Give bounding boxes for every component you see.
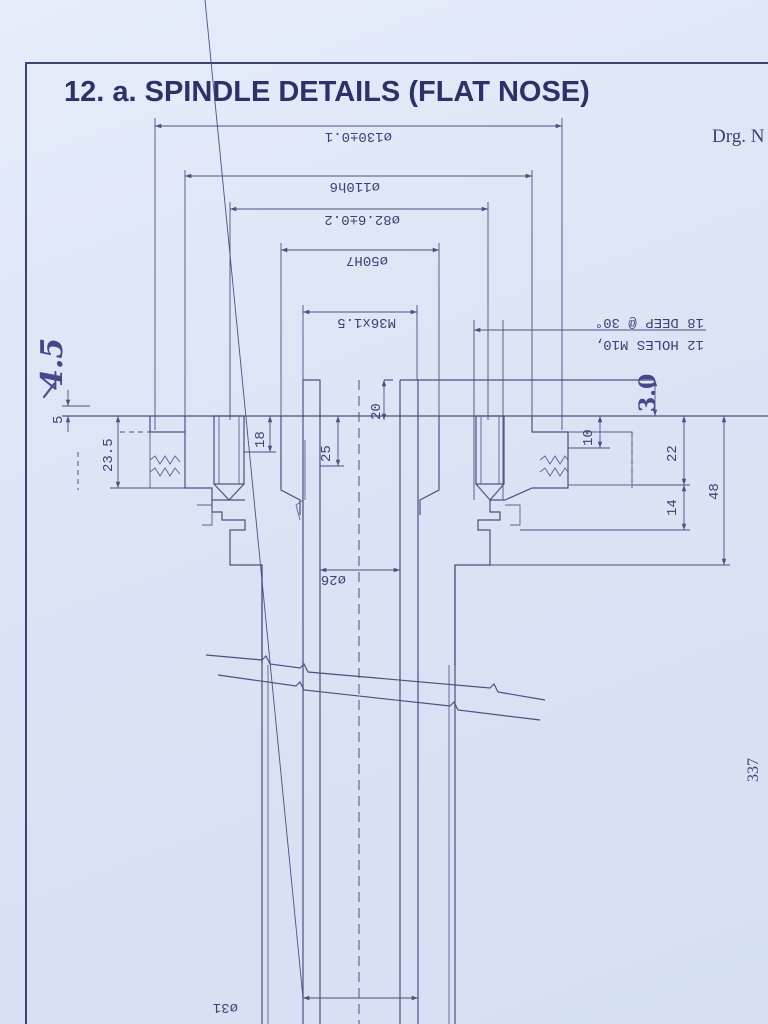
holes-note-line1: 12 HOLES M10, xyxy=(595,336,704,352)
holes-note-line2: 18 DEEP @ 30° xyxy=(595,314,704,330)
handwritten-note-right: 3.0 xyxy=(635,374,661,416)
dim-v14-label: 14 xyxy=(665,499,681,516)
dim-v5: 5 xyxy=(51,390,90,432)
dim-v20-label: 20 xyxy=(369,403,385,420)
spindle-right-half xyxy=(384,379,633,1024)
dim-v23_5-label: 23.5 xyxy=(101,438,117,472)
dim-v48-label: 48 xyxy=(707,483,723,500)
dim-d82-label: ø82.6±0.2 xyxy=(324,211,400,227)
dim-d50: ø50H7 xyxy=(280,243,440,420)
dim-v48: 48 xyxy=(455,416,730,566)
dim-v10-label: 10 xyxy=(581,429,597,446)
frame-border-left xyxy=(25,62,27,1024)
dim-d110: ø110h6 xyxy=(184,170,533,420)
break-lines xyxy=(205,654,546,721)
dim-d26-label: ø26 xyxy=(321,571,346,587)
dim-d26: ø26 xyxy=(320,567,400,587)
dim-thread-label: M36x1.5 xyxy=(337,314,396,330)
dim-d130: ø130±0.1 xyxy=(154,118,563,430)
handwritten-note-left: 4.5 xyxy=(35,338,70,399)
frame-border-top xyxy=(25,62,768,64)
drawing-number-label: Drg. N xyxy=(712,126,765,147)
drawing-title: 12. a. SPINDLE DETAILS (FLAT NOSE) xyxy=(64,76,590,108)
dim-v14: 14 xyxy=(520,485,690,531)
dim-d31-label: ø31 xyxy=(213,999,238,1015)
spindle-left-half xyxy=(120,379,321,1024)
dim-d130-label: ø130±0.1 xyxy=(325,128,392,144)
dim-v18-label: 18 xyxy=(253,431,269,448)
dim-d82: ø82.6±0.2 xyxy=(229,202,489,420)
dim-v10: 10 xyxy=(568,416,610,449)
dim-v22: 22 xyxy=(632,416,690,486)
dim-thread: M36x1.5 xyxy=(302,305,418,380)
dim-v5-label: 5 xyxy=(51,416,67,424)
holes-note: 12 HOLES M10, 18 DEEP @ 30° xyxy=(473,314,706,500)
dim-d31: ø31 xyxy=(204,0,418,1015)
dim-d110-label: ø110h6 xyxy=(330,178,380,194)
dim-v25-label: 25 xyxy=(319,445,335,462)
handwritten-right-text: 3.0 xyxy=(635,374,661,412)
dim-v20: 20 xyxy=(369,380,387,420)
dim-v25: 25 xyxy=(319,416,344,467)
dim-v22-label: 22 xyxy=(665,445,681,462)
dim-v23_5: 23.5 xyxy=(77,416,185,490)
dim-d50-label: ø50H7 xyxy=(346,252,388,268)
handwritten-left-text: 4.5 xyxy=(35,338,70,390)
dim-v18: 18 xyxy=(244,416,276,453)
